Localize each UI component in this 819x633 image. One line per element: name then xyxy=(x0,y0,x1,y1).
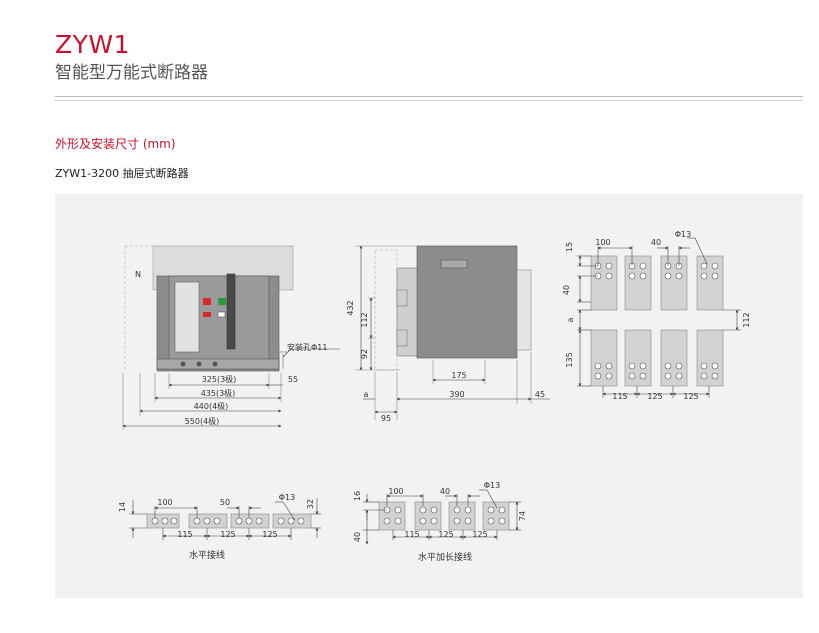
hz-dim-100: 100 xyxy=(157,498,172,507)
header-divider xyxy=(55,96,803,97)
side-dim-45: 45 xyxy=(535,390,545,399)
term-dim-125b: 125 xyxy=(683,392,698,401)
side-dim-95: 95 xyxy=(381,414,391,423)
hz-dim-115: 115 xyxy=(177,530,192,539)
ext-dim-phi13: Φ13 xyxy=(484,481,500,490)
ext-dim-16: 16 xyxy=(353,491,362,501)
front-dim-435: 435(3极) xyxy=(201,388,236,398)
side-dim-112: 112 xyxy=(360,312,369,327)
hz-dim-125b: 125 xyxy=(262,530,277,539)
ext-caption: 水平加长接线 xyxy=(418,551,472,563)
front-dim-55: 55 xyxy=(288,375,298,384)
side-dim-432: 432 xyxy=(346,300,355,315)
horizontal-connection-view xyxy=(129,498,321,540)
side-dim-92: 92 xyxy=(360,349,369,359)
ext-dim-74: 74 xyxy=(518,511,527,521)
term-dim-15: 15 xyxy=(565,242,574,252)
hz-dim-14: 14 xyxy=(118,502,127,512)
term-dim-40-side: 40 xyxy=(562,285,571,295)
term-dim-135: 135 xyxy=(565,352,574,367)
term-dim-125a: 125 xyxy=(647,392,662,401)
term-dim-100: 100 xyxy=(595,238,610,247)
header-divider-secondary xyxy=(55,100,803,101)
front-hole-label: 安装孔Φ11 xyxy=(287,342,327,352)
drawing-panel: N 安装孔Φ11 325(3极) 55 435(3极) 440(4极) 550(… xyxy=(55,194,803,598)
ext-dim-125a: 125 xyxy=(438,530,453,539)
hz-caption: 水平接线 xyxy=(189,549,225,561)
hz-dim-125a: 125 xyxy=(220,530,235,539)
term-dim-a: a xyxy=(566,317,575,322)
technical-drawing: N 安装孔Φ11 325(3极) 55 435(3极) 440(4极) 550(… xyxy=(118,230,751,563)
hz-dim-50: 50 xyxy=(220,498,230,507)
page-subtitle: 智能型万能式断路器 xyxy=(55,63,208,83)
ext-dim-125b: 125 xyxy=(472,530,487,539)
side-view xyxy=(355,245,550,420)
terminal-view xyxy=(577,237,741,398)
section-title: 外形及安装尺寸 (mm) xyxy=(55,137,176,151)
extended-connection-view xyxy=(363,489,521,545)
side-dim-175: 175 xyxy=(451,371,466,380)
term-dim-phi13: Φ13 xyxy=(675,230,691,239)
ext-dim-40: 40 xyxy=(440,487,450,496)
hz-dim-phi13: Φ13 xyxy=(279,493,295,502)
ext-dim-40-side: 40 xyxy=(353,532,362,542)
side-dim-390: 390 xyxy=(449,390,464,399)
term-dim-40-top: 40 xyxy=(651,238,661,247)
term-dim-115: 115 xyxy=(612,392,627,401)
page-title: ZYW1 xyxy=(55,30,131,59)
ext-dim-115: 115 xyxy=(404,530,419,539)
front-dim-325: 325(3极) xyxy=(202,374,237,384)
hz-dim-32: 32 xyxy=(306,499,315,509)
side-dim-a: a xyxy=(364,390,369,399)
model-title: ZYW1-3200 抽屉式断路器 xyxy=(55,167,189,180)
front-dim-550: 550(4极) xyxy=(185,416,220,426)
front-dim-440: 440(4极) xyxy=(194,401,229,411)
term-dim-112: 112 xyxy=(742,312,751,327)
front-n-label: N xyxy=(135,270,141,279)
ext-dim-100: 100 xyxy=(388,487,403,496)
front-view xyxy=(122,245,340,430)
